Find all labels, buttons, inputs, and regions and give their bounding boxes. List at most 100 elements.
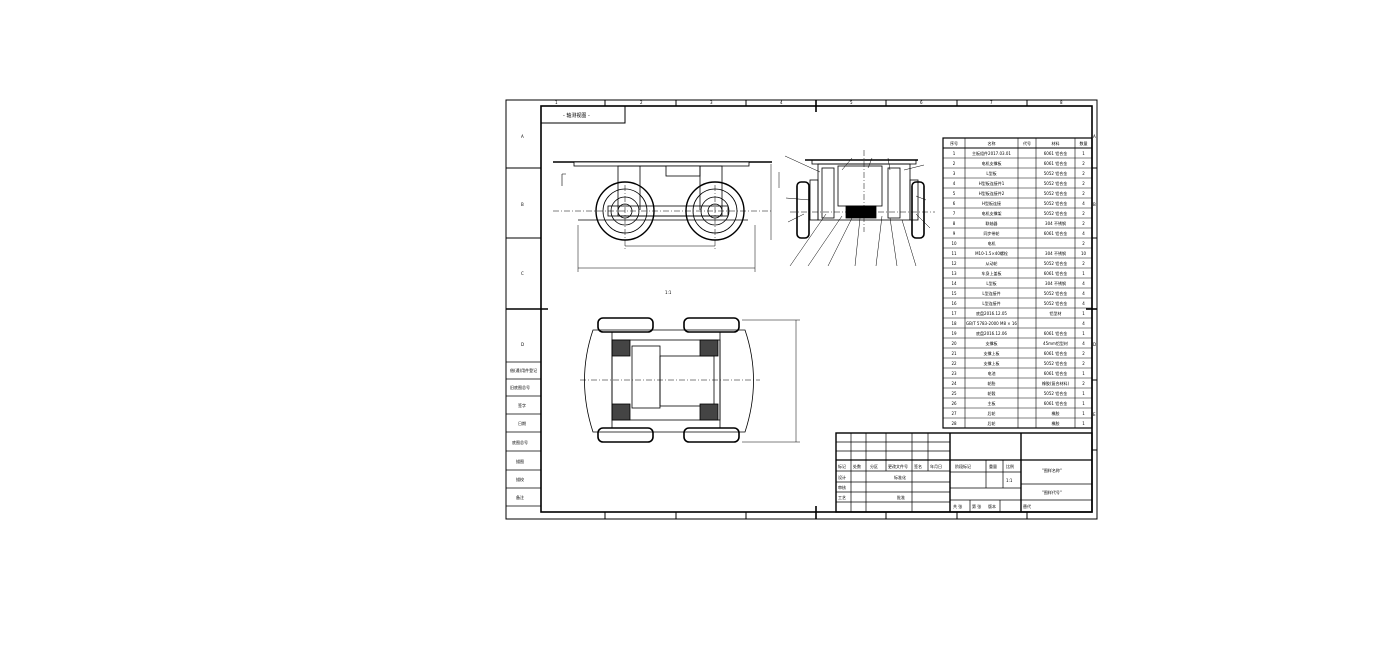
bom-cell: 轮毂 bbox=[988, 390, 996, 396]
bom-cell: 1 bbox=[1082, 311, 1085, 316]
bom-header: 数量 bbox=[1080, 140, 1088, 146]
bom-cell: 后轮 bbox=[988, 420, 996, 426]
bom-cell: 5 bbox=[953, 191, 956, 196]
bom-cell: 1 bbox=[1082, 331, 1085, 336]
bom-cell: 车身上盖板 bbox=[982, 270, 1002, 276]
bom-cell: 电机支撑架 bbox=[982, 210, 1002, 216]
bom-cell: 10 bbox=[1081, 251, 1087, 256]
bom-cell: 2 bbox=[1082, 171, 1085, 176]
bom-cell: 6061 铝合金 bbox=[1044, 160, 1067, 166]
tb-label: 审核 bbox=[838, 484, 846, 490]
bom-cell: 5052 铝合金 bbox=[1044, 190, 1067, 196]
tb-label: 共 张 bbox=[953, 503, 962, 509]
bom-header: 材料 bbox=[1052, 140, 1060, 146]
bom-cell: 支撑上板 bbox=[984, 360, 1000, 366]
bom-cell: 10 bbox=[951, 241, 957, 246]
bom-cell: H型板连接件1 bbox=[979, 180, 1005, 186]
zone-mark: 7 bbox=[990, 100, 993, 105]
bom-cell: L型板 bbox=[986, 170, 996, 176]
bom-cell: 电机支撑板 bbox=[982, 160, 1002, 166]
tb-label: 设计 bbox=[838, 474, 846, 480]
bom-cell: 27 bbox=[951, 411, 957, 416]
bom-cell: M10-1.5×40螺栓 bbox=[975, 250, 1008, 256]
bom-cell: 6 bbox=[953, 201, 956, 206]
bom-cell: 5052 铝合金 bbox=[1044, 390, 1067, 396]
bom-cell: 2 bbox=[1082, 361, 1085, 366]
side-label: 签字 bbox=[518, 402, 526, 408]
bom-cell: 45mm铝型材 bbox=[1043, 340, 1068, 346]
zone-mark: 8 bbox=[1060, 100, 1063, 105]
bom-cell: 支撑上板 bbox=[984, 350, 1000, 356]
bom-cell: 2 bbox=[1082, 261, 1085, 266]
bom-cell: 8 bbox=[953, 221, 956, 226]
tb-label: 批准 bbox=[897, 494, 905, 500]
bom-cell: 4 bbox=[953, 181, 956, 186]
bom-frame bbox=[942, 137, 1093, 429]
tb-label: 标准化 bbox=[894, 474, 906, 480]
bom-cell: 5052 铝合金 bbox=[1044, 290, 1067, 296]
bom-cell: L型板 bbox=[986, 280, 996, 286]
zone-mark: 1 bbox=[555, 100, 558, 105]
bom-cell: H型板连接件2 bbox=[979, 190, 1005, 196]
zone-mark: D bbox=[1093, 342, 1096, 347]
side-label: 描校 bbox=[516, 476, 524, 482]
bom-cell: 6061 铝合金 bbox=[1044, 230, 1067, 236]
bom-cell: 21 bbox=[951, 351, 957, 356]
bom-cell: 5052 铝合金 bbox=[1044, 180, 1067, 186]
front-view bbox=[553, 161, 780, 272]
bom-cell: 橡胶 bbox=[1052, 410, 1060, 416]
bom-cell: H型板连接 bbox=[982, 200, 1001, 206]
zone-marks: 1 2 3 4 5 6 7 8 A B C D A B D E bbox=[521, 100, 1096, 417]
tb-label: 签名 bbox=[914, 463, 922, 469]
bom-cell: 304 不锈钢 bbox=[1045, 280, 1066, 286]
title-block bbox=[835, 432, 1093, 513]
bom-cell: 1 bbox=[1082, 421, 1085, 426]
bom-cell: 4 bbox=[1082, 201, 1085, 206]
bom-cell: 2 bbox=[1082, 211, 1085, 216]
zone-mark: C bbox=[521, 271, 524, 276]
bom-cell: 2 bbox=[1082, 221, 1085, 226]
side-stamp-table bbox=[506, 361, 541, 507]
bom-cell: 1 bbox=[1082, 401, 1085, 406]
bom-cell: 4 bbox=[1082, 301, 1085, 306]
bom-cell: 2 bbox=[1082, 241, 1085, 246]
bom-cell: 2 bbox=[1082, 191, 1085, 196]
bom-cell: 从动轮 bbox=[986, 260, 998, 266]
bom-cell: 6061 铝合金 bbox=[1044, 400, 1067, 406]
bom-cell: 支撑板 bbox=[986, 340, 998, 346]
bom-cell: 4 bbox=[1082, 231, 1085, 236]
bom-cell: 15 bbox=[951, 291, 957, 296]
tb-label: 版本 bbox=[988, 503, 996, 509]
tb-label: 处数 bbox=[853, 463, 861, 469]
bom-cell: 主板组件2017.03.01 bbox=[972, 150, 1011, 156]
bom-cell: 4 bbox=[1082, 341, 1085, 346]
bom-cell: 6061 铝合金 bbox=[1044, 350, 1067, 356]
bom-cell: 5052 铝合金 bbox=[1044, 360, 1067, 366]
bom-cell: 9 bbox=[953, 231, 956, 236]
bom-cell: 4 bbox=[1082, 321, 1085, 326]
drawing-code: "图样代号" bbox=[1042, 489, 1062, 495]
side-label: 备注 bbox=[516, 494, 524, 500]
bom-cell: 1 bbox=[953, 151, 956, 156]
bom-cell: 5052 铝合金 bbox=[1044, 210, 1067, 216]
bom-cell: 5052 铝合金 bbox=[1044, 260, 1067, 266]
bom-cell: 6061 铝合金 bbox=[1044, 270, 1067, 276]
tb-label: 替代 bbox=[1023, 503, 1031, 509]
bom-cell: 12 bbox=[951, 261, 957, 266]
bom-cell: 1 bbox=[1082, 371, 1085, 376]
tb-label: 重量 bbox=[989, 463, 997, 469]
bom-cell: 6061 铝合金 bbox=[1044, 150, 1067, 156]
bom-cell: 2 bbox=[1082, 351, 1085, 356]
bom-cell: L型连接件 bbox=[982, 290, 1000, 296]
zone-mark: A bbox=[1093, 134, 1096, 139]
zone-mark: E bbox=[1093, 412, 1096, 417]
bom-cell: 橡胶 bbox=[1052, 420, 1060, 426]
side-label: 底图总号 bbox=[512, 439, 528, 445]
bom-cell: 后轮 bbox=[988, 410, 996, 416]
bom-cell: 304 不锈钢 bbox=[1045, 250, 1066, 256]
tb-label: 标记 bbox=[838, 463, 846, 469]
bom-cell: 橡胶(复合材料) bbox=[1042, 380, 1070, 386]
bom-cell: 2 bbox=[1082, 161, 1085, 166]
tb-label: 年月日 bbox=[930, 463, 942, 469]
